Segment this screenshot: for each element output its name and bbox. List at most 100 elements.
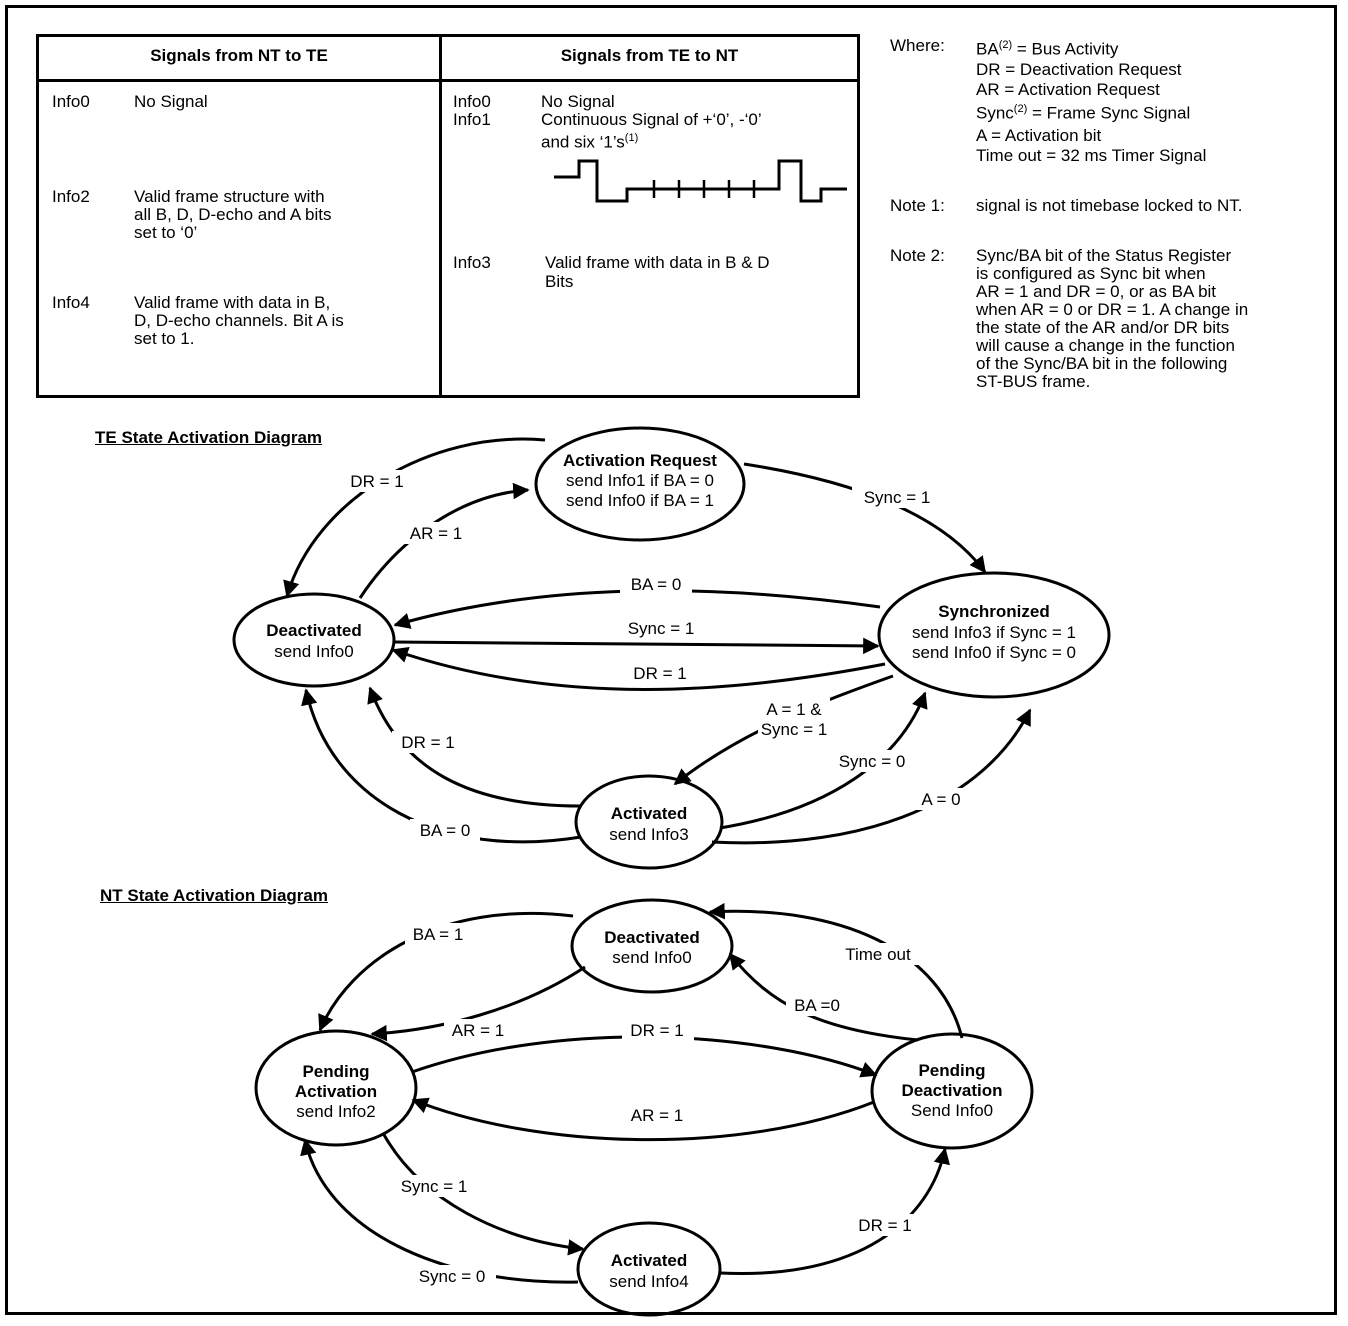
legend-timeout: Time out = 32 ms Timer Signal	[976, 146, 1207, 165]
nt-arrow-ar1-mid	[411, 1097, 875, 1142]
te-arrow-sync1-mid	[393, 637, 880, 655]
nt-arrow-sync0	[300, 1138, 579, 1284]
te-label-ar1: AR = 1	[410, 524, 462, 543]
nt-arrow-sync1	[381, 1132, 585, 1256]
te-label-sync1-under: Sync = 1	[761, 720, 828, 739]
te-label-a0: A = 0	[921, 790, 960, 809]
nt-label-ba0: BA =0	[794, 996, 840, 1015]
nt-info2-code: Info2	[52, 187, 90, 206]
te-info3-code: Info3	[453, 253, 491, 272]
te-transition-labels: DR = 1 AR = 1 Sync = 1 BA = 0 Sync = 1 D…	[350, 472, 960, 840]
nt-info0-desc: No Signal	[134, 92, 208, 111]
nt-pending-deactivation-title-2: Deactivation	[901, 1081, 1002, 1100]
nt-info4-desc-2: D, D-echo channels. Bit A is	[134, 311, 344, 330]
te-info0-code: Info0	[453, 92, 491, 111]
te-info1-code: Info1	[453, 110, 491, 129]
nt-arrow-timeout	[708, 902, 964, 1039]
nt-label-ar1-top: AR = 1	[452, 1021, 504, 1040]
note2-line-6: will cause a change in the function	[976, 336, 1235, 355]
nt-state-activated	[576, 1221, 722, 1317]
nt-arrow-dr1-right	[719, 1147, 950, 1276]
te-label-sync1-mid: Sync = 1	[628, 619, 695, 638]
te-label-dr1-mid: DR = 1	[633, 664, 686, 683]
nt-transition-labels: BA = 1 AR = 1 Time out BA =0 DR = 1 AR =…	[401, 925, 912, 1286]
te-label-dr1-top: DR = 1	[350, 472, 403, 491]
nt-label-ba1: BA = 1	[413, 925, 464, 944]
te-arrow-ba0-bottom	[301, 688, 582, 844]
legend-sync: Sync(2) = Frame Sync Signal	[976, 103, 1191, 123]
note2-line-2: is configured as Sync bit when	[976, 264, 1206, 283]
note2-line-4: when AR = 0 or DR = 1. A change in	[976, 300, 1249, 319]
te-label-sync0: Sync = 0	[839, 752, 906, 771]
te-activated-line-1: send Info3	[609, 825, 688, 844]
left-column-header: Signals from NT to TE	[150, 46, 328, 65]
nt-label-timeout: Time out	[845, 945, 911, 964]
signal-table: Signals from NT to TE Signals from TE to…	[36, 34, 860, 398]
note2-line-1: Sync/BA bit of the Status Register	[976, 246, 1232, 265]
te-state-activation-request	[534, 426, 746, 542]
nt-label-sync0: Sync = 0	[419, 1267, 486, 1286]
nt-label-sync1: Sync = 1	[401, 1177, 468, 1196]
te-activation-request-line-2: send Info0 if BA = 1	[566, 491, 714, 510]
te-state-synchronized	[877, 571, 1111, 699]
te-label-sync1-top: Sync = 1	[864, 488, 931, 507]
te-diagram-title: TE State Activation Diagram	[95, 428, 323, 447]
note2-line-3: AR = 1 and DR = 0, or as BA bit	[976, 282, 1217, 301]
te-info1-desc-2: and six ‘1’s(1)	[541, 132, 639, 152]
te-arrow-dr1-mid	[391, 646, 886, 691]
te-info3-desc-1: Valid frame with data in B & D	[545, 253, 770, 272]
te-info0-desc: No Signal	[541, 92, 615, 111]
legend-dr: DR = Deactivation Request	[976, 60, 1182, 79]
nt-info4-desc-3: set to 1.	[134, 329, 195, 348]
note2-line-7: of the Sync/BA bit in the following	[976, 354, 1228, 373]
te-activation-request-line-1: send Info1 if BA = 0	[566, 471, 714, 490]
nt-activated-line-1: send Info4	[609, 1272, 688, 1291]
nt-state-pending-deactivation	[870, 1032, 1034, 1150]
nt-diagram-title: NT State Activation Diagram	[100, 886, 328, 905]
nt-deactivated-line-1: send Info0	[612, 948, 691, 967]
te-synchronized-title: Synchronized	[938, 602, 1049, 621]
te-synchronized-line-2: send Info0 if Sync = 0	[912, 643, 1076, 662]
te-activation-request-title: Activation Request	[563, 451, 717, 470]
te-arrow-sync1-top	[743, 462, 987, 574]
table-header-rule	[39, 79, 857, 82]
nt-info0-code: Info0	[52, 92, 90, 111]
te-label-ba0-mid: BA = 0	[631, 575, 682, 594]
te-arrow-dr1-left	[367, 686, 581, 808]
te-activated-title: Activated	[611, 804, 688, 823]
nt-label-dr1-right: DR = 1	[858, 1216, 911, 1235]
te-arrow-sync0	[719, 691, 928, 830]
nt-deactivated-title: Deactivated	[604, 928, 699, 947]
nt-info4-desc-1: Valid frame with data in B,	[134, 293, 331, 312]
nt-pending-activation-title-2: Activation	[295, 1082, 377, 1101]
te-arrow-a0	[711, 708, 1032, 845]
note2-line-5: the state of the AR and/or DR bits	[976, 318, 1230, 337]
te-arrow-dr1-top	[283, 437, 546, 598]
nt-pending-activation-title-1: Pending	[302, 1062, 369, 1081]
nt-arrow-dr1-mid	[411, 1035, 878, 1078]
te-state-deactivated	[232, 592, 396, 688]
nt-arrow-ar1-top	[370, 965, 586, 1042]
nt-state-pending-activation	[254, 1029, 418, 1147]
table-divider	[439, 37, 442, 395]
nt-state-text: Deactivated send Info0 Pending Activatio…	[295, 928, 1003, 1291]
note2-line-8: ST-BUS frame.	[976, 372, 1091, 391]
nt-pending-deactivation-title-1: Pending	[918, 1061, 985, 1080]
nt-state-deactivated	[570, 898, 734, 994]
nt-info4-code: Info4	[52, 293, 90, 312]
te-state-activated	[574, 774, 724, 870]
note2-label: Note 2:	[890, 246, 945, 265]
te-label-a1-and: A = 1 &	[766, 700, 822, 719]
nt-label-dr1-mid: DR = 1	[630, 1021, 683, 1040]
te-synchronized-line-1: send Info3 if Sync = 1	[912, 623, 1076, 642]
right-column-header: Signals from TE to NT	[560, 46, 739, 65]
nt-pending-activation-line-1: send Info2	[296, 1102, 375, 1121]
te-label-ba0-bottom: BA = 0	[420, 821, 471, 840]
where-label: Where:	[890, 36, 945, 55]
nt-pending-deactivation-line-1: Send Info0	[911, 1101, 993, 1120]
note1-ref: (1)	[624, 132, 639, 144]
te-label-dr1-left: DR = 1	[401, 733, 454, 752]
te-deactivated-title: Deactivated	[266, 621, 361, 640]
te-info3-desc-2: Bits	[545, 272, 574, 291]
legend-a: A = Activation bit	[976, 126, 1102, 145]
